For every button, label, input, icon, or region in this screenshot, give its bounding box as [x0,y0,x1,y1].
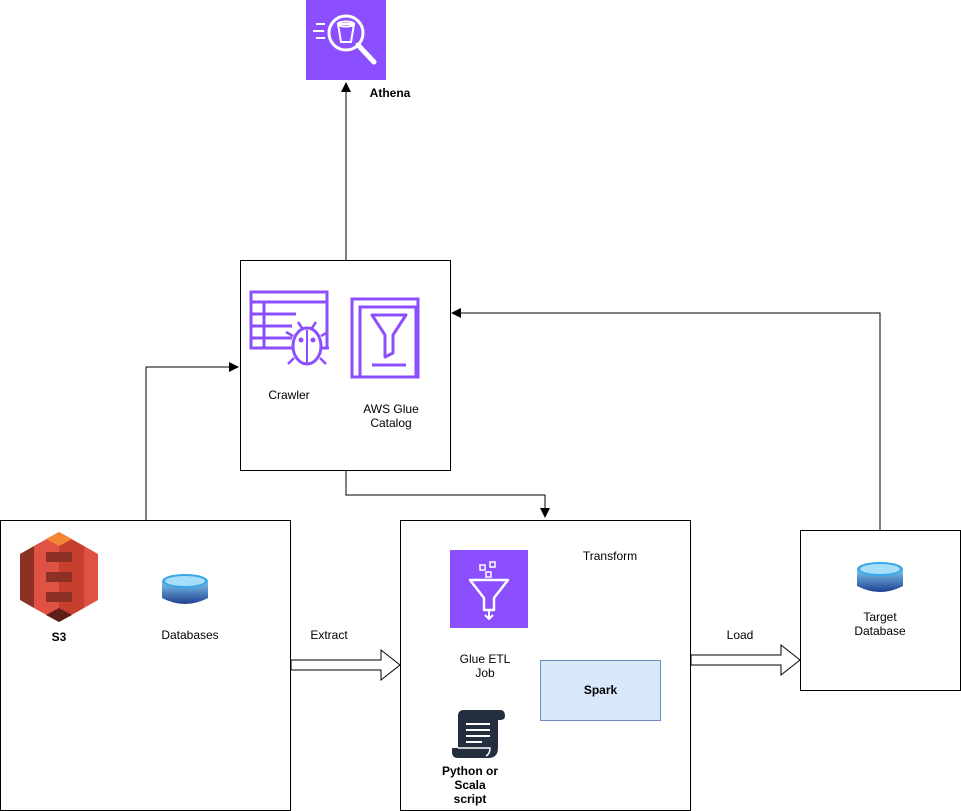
target-database-label: Target Database [854,610,906,638]
athena-label: Athena [369,86,411,100]
edge-target-to-catalog [451,308,881,530]
glue-etl-funnel-icon [450,550,528,628]
databases-label: Databases [161,628,219,642]
extract-arrow [290,648,401,682]
script-scroll-icon [452,710,505,758]
spark-box [540,660,661,721]
crawler-icon [249,290,329,366]
script-label: Python or Scala script [442,764,498,806]
load-arrow [690,643,801,677]
edge-source-to-crawler [145,362,239,520]
glue-catalog-icon [350,297,420,379]
s3-bucket-icon [20,532,98,622]
glue-etl-label: Glue ETL Job [459,652,511,680]
target-container [800,530,961,691]
extract-label: Extract [310,628,348,642]
target-database-icon [857,562,903,592]
spark-label: Spark [583,683,618,697]
transform-label: Transform [582,549,638,563]
edge-catalog-to-etl [345,471,550,518]
glue-catalog-label: AWS Glue Catalog [363,402,419,430]
athena-icon [306,0,386,80]
load-label: Load [726,628,754,642]
crawler-label: Crawler [268,388,310,402]
s3-label: S3 [51,630,67,644]
database-icon [162,574,208,604]
